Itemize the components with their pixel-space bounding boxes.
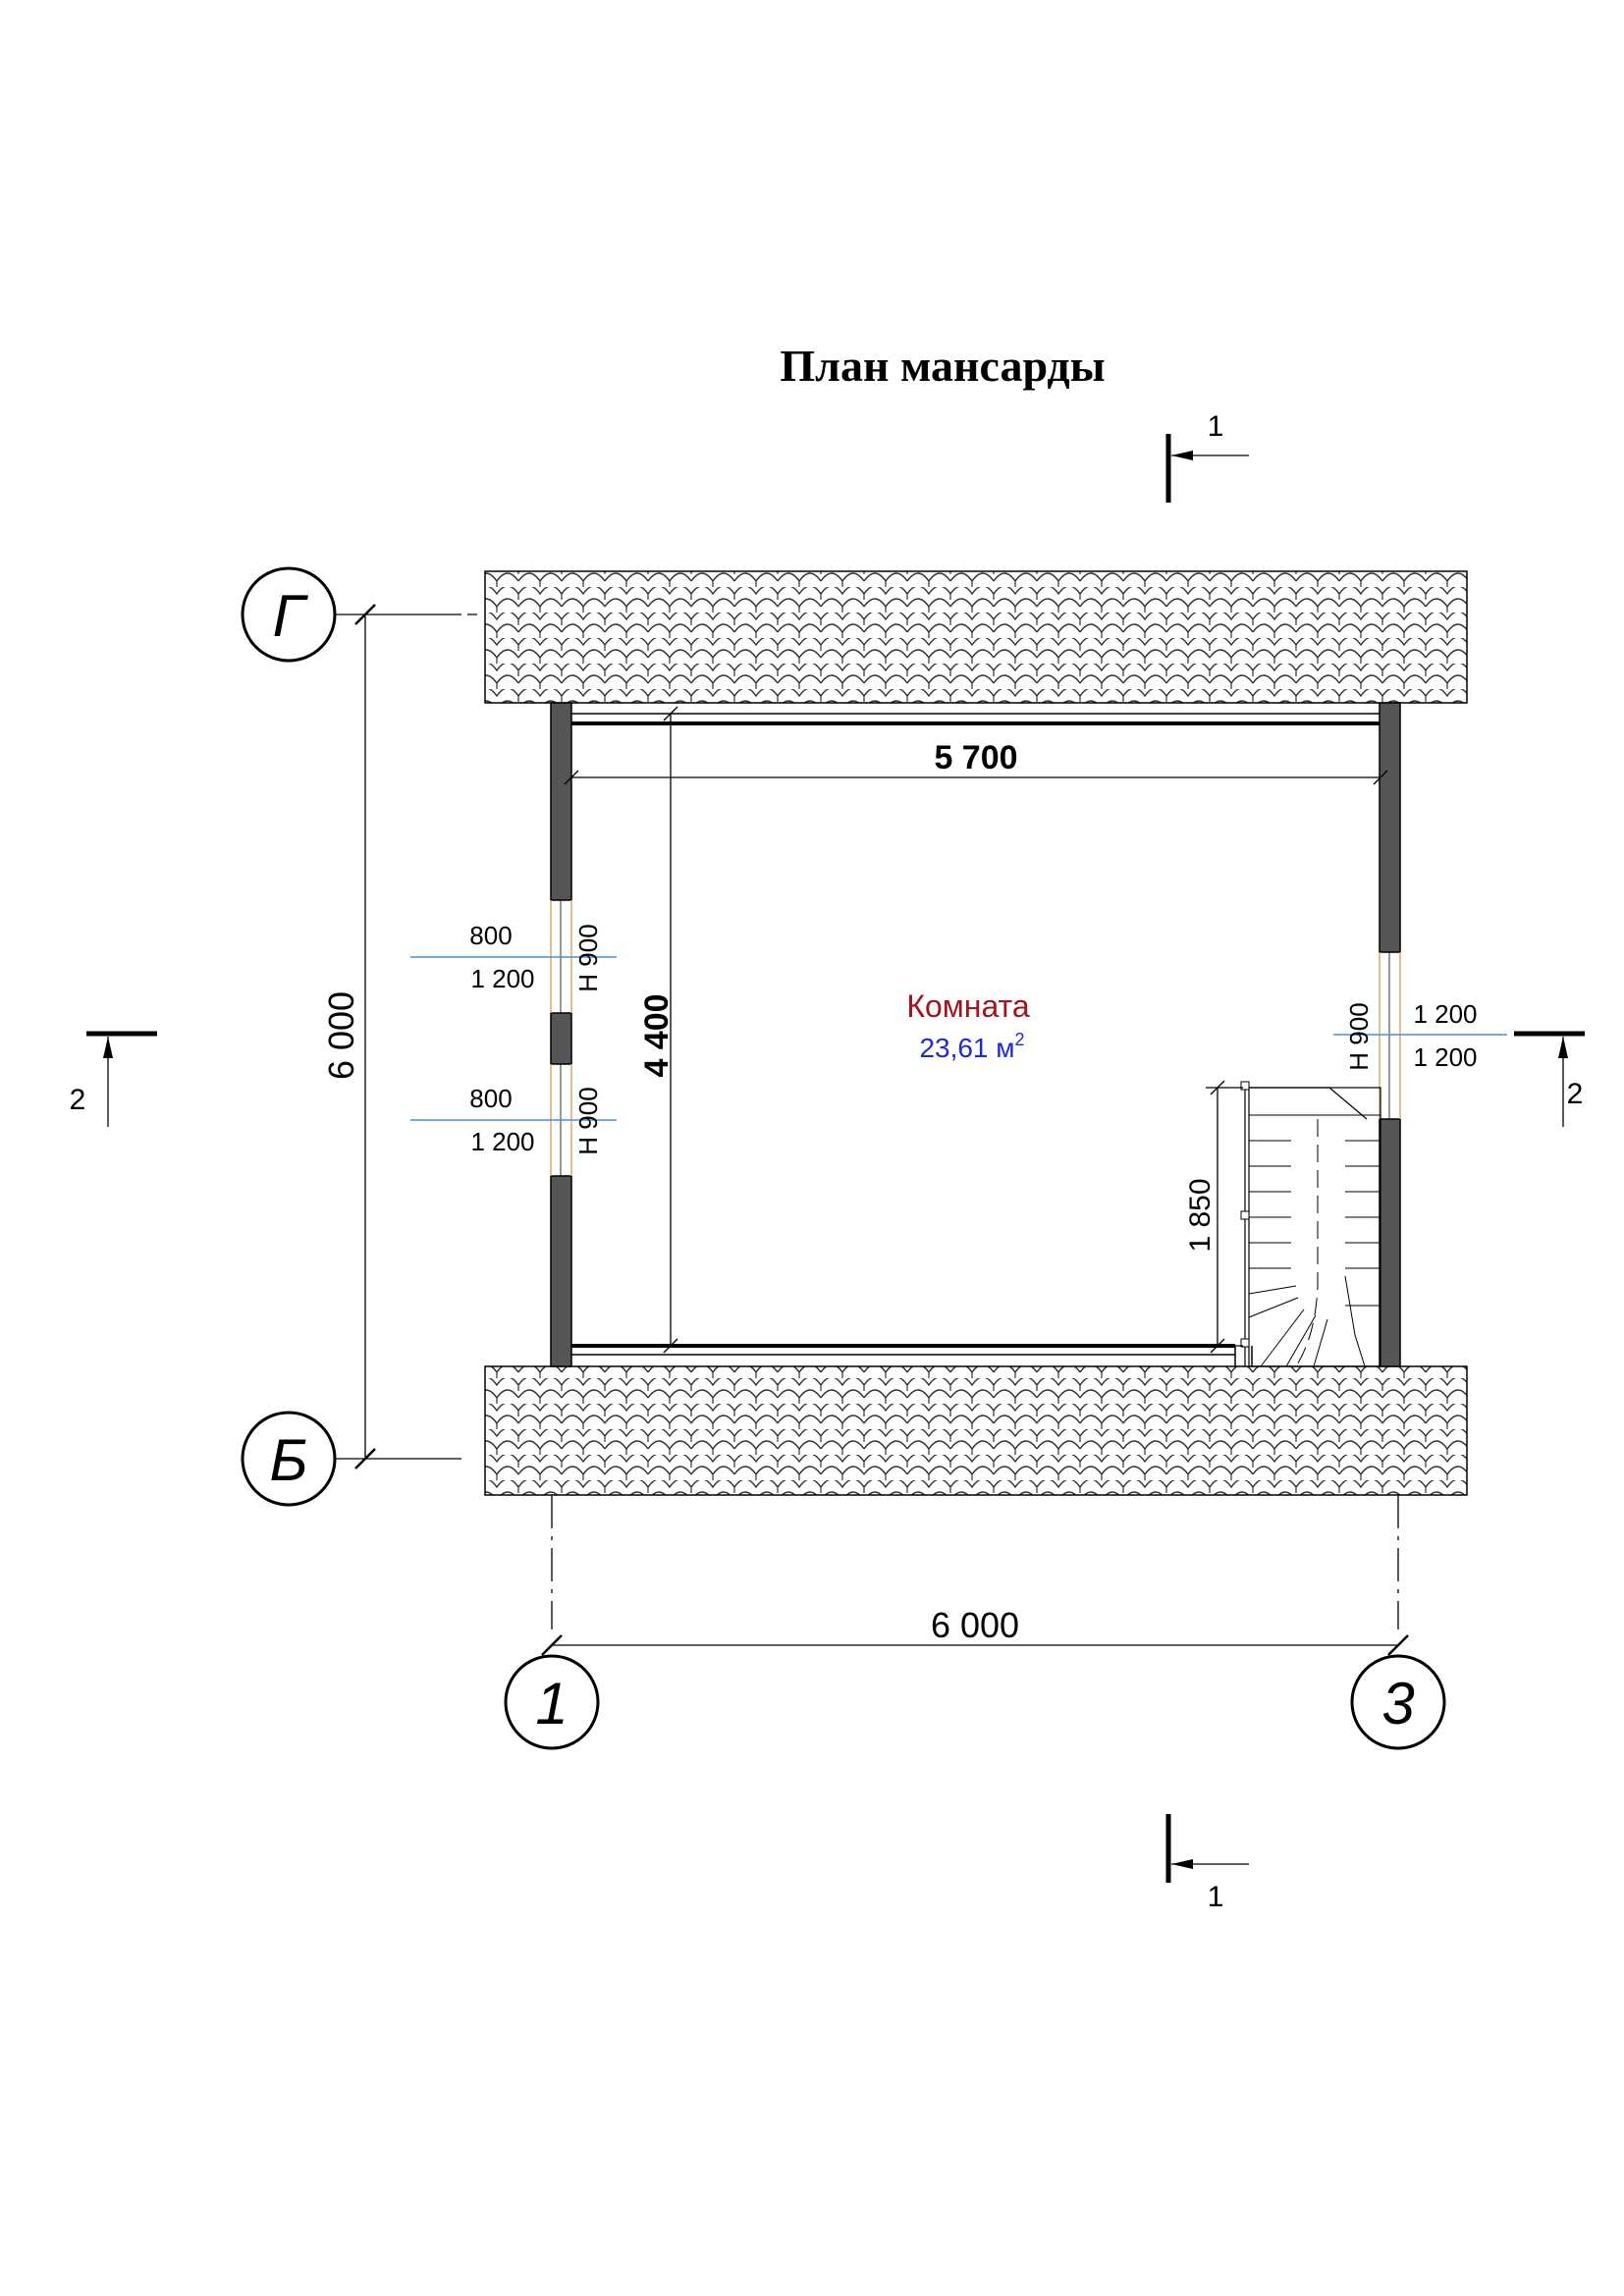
bottom-beam — [571, 1344, 1253, 1366]
room-area: 23,61 м2 — [919, 1030, 1024, 1063]
window-sill-label: Н 900 — [573, 924, 603, 991]
roof-slab-bottom — [484, 1365, 1468, 1496]
section-marker-1-top: 1 — [1165, 410, 1249, 503]
dimension-vertical-inner: 4 400 — [638, 706, 678, 1354]
axis-marker-bottom: Б — [241, 1411, 337, 1507]
dimension-label: 5 700 — [934, 739, 1017, 776]
section-label: 1 — [1208, 1881, 1224, 1913]
dimension-label: 4 400 — [638, 993, 676, 1077]
axis-label: Г — [273, 583, 309, 649]
left-wall-upper — [550, 702, 572, 901]
dimension-overall-vertical: 6 000 — [321, 604, 481, 1469]
right-wall-upper — [1379, 702, 1401, 953]
right-wall-lower — [1379, 1118, 1401, 1367]
section-marker-1-bottom: 1 — [1165, 1814, 1249, 1913]
axis-label: 1 — [535, 1671, 568, 1736]
top-beam — [571, 713, 1380, 725]
dimension-top-inner: 5 700 — [564, 739, 1388, 785]
axis-label: 3 — [1381, 1671, 1414, 1736]
section-label: 2 — [1567, 1078, 1584, 1110]
axis-marker-top: Г — [241, 566, 337, 663]
left-wall-middle — [550, 1012, 572, 1065]
window-width-label: 800 — [469, 1084, 512, 1113]
staircase — [1240, 1081, 1381, 1367]
roof-slab-top — [484, 570, 1468, 704]
room-area-superscript: 2 — [1015, 1030, 1025, 1049]
section-marker-2-left: 2 — [70, 1031, 157, 1127]
axis-marker-right: 3 — [1350, 1654, 1446, 1750]
window-height-label: 1 200 — [1413, 1042, 1477, 1072]
room-area-value: 23,61 м — [919, 1033, 1014, 1063]
window-sill-label: Н 900 — [573, 1087, 603, 1154]
window-width-label: 800 — [469, 921, 512, 950]
section-marker-2-right: 2 — [1514, 1031, 1585, 1127]
window-height-label: 1 200 — [470, 1127, 534, 1156]
dimension-stair: 1 850 — [1184, 1080, 1243, 1354]
window-width-label: 1 200 — [1413, 999, 1477, 1029]
axis-label: Б — [269, 1427, 307, 1493]
dimension-label: 6 000 — [931, 1605, 1019, 1645]
axis-marker-left: 1 — [504, 1654, 600, 1750]
room-name: Комната — [906, 988, 1030, 1024]
left-wall-lower — [550, 1175, 572, 1367]
plan-title: План мансарды — [780, 341, 1105, 391]
window-height-label: 1 200 — [470, 964, 534, 993]
section-label: 1 — [1208, 410, 1224, 443]
dimension-label: 6 000 — [321, 991, 361, 1080]
dimension-label: 1 850 — [1184, 1178, 1217, 1252]
window-sill-label: Н 900 — [1344, 1002, 1374, 1070]
section-label: 2 — [70, 1084, 86, 1116]
right-window-opening — [1379, 952, 1401, 1119]
dimension-overall-horizontal: 6 000 — [541, 1495, 1409, 1656]
